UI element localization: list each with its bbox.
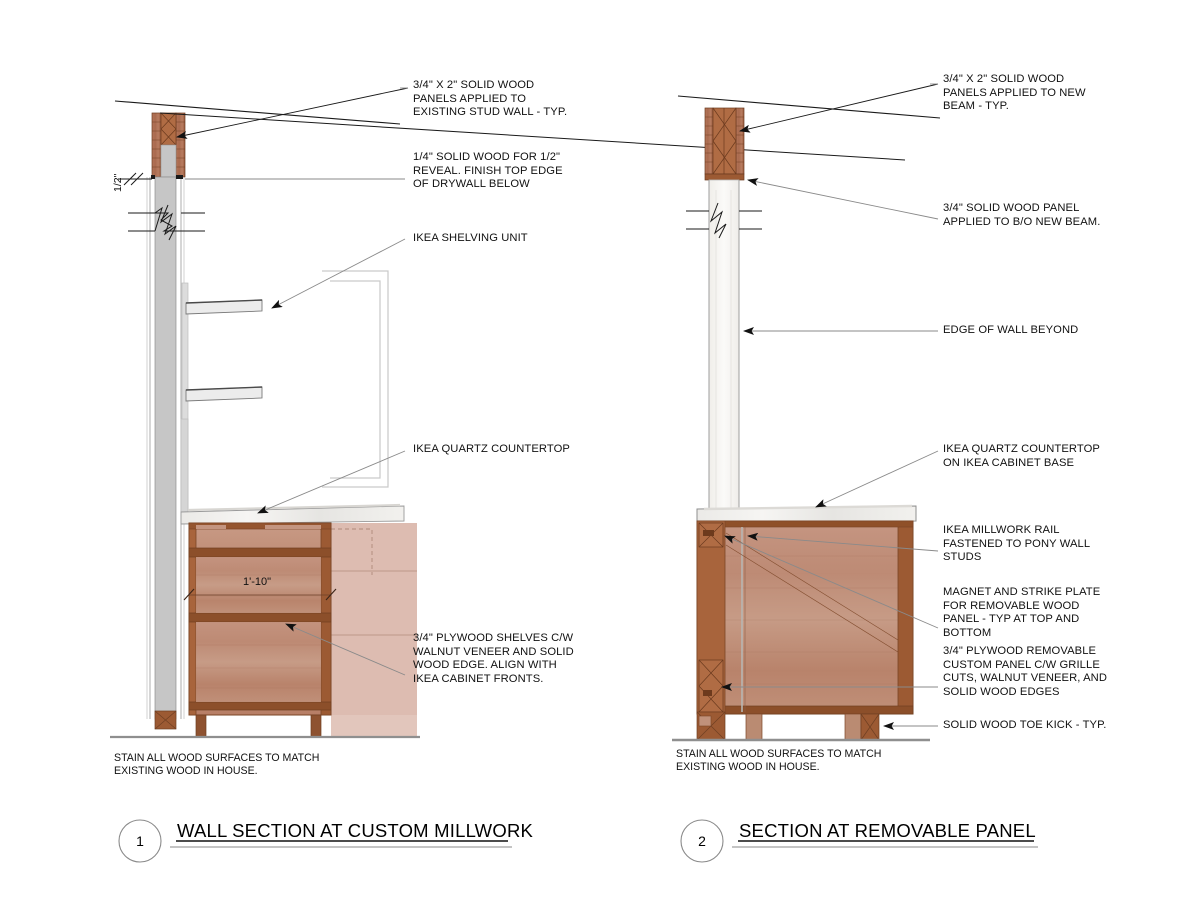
general-note-detail-1: STAIN ALL WOOD SURFACES TO MATCH EXISTIN… bbox=[114, 752, 320, 777]
detail-1-bubble-number: 1 bbox=[136, 833, 144, 849]
detail-2-geometry bbox=[672, 83, 941, 742]
annotation-solid-wood-panels-new-beam: 3/4" X 2" SOLID WOOD PANELS APPLIED TO N… bbox=[943, 73, 1086, 113]
annotation-magnet-strike-plate: MAGNET AND STRIKE PLATE FOR REMOVABLE WO… bbox=[943, 586, 1101, 639]
general-note-detail-2: STAIN ALL WOOD SURFACES TO MATCH EXISTIN… bbox=[676, 748, 882, 773]
annotation-quartz-on-cabinet-base: IKEA QUARTZ COUNTERTOP ON IKEA CABINET B… bbox=[943, 443, 1100, 469]
annotation-plywood-shelves: 3/4" PLYWOOD SHELVES C/W WALNUT VENEER A… bbox=[413, 632, 574, 685]
annotation-ikea-quartz-countertop: IKEA QUARTZ COUNTERTOP bbox=[413, 443, 570, 455]
annotation-solid-wood-panel-bo-beam: 3/4" SOLID WOOD PANEL APPLIED TO B/O NEW… bbox=[943, 202, 1101, 228]
annotation-reveal-trim: 1/4" SOLID WOOD FOR 1/2" REVEAL. FINISH … bbox=[413, 151, 563, 191]
annotation-removable-custom-panel: 3/4" PLYWOOD REMOVABLE CUSTOM PANEL C/W … bbox=[943, 645, 1108, 698]
annotation-edge-of-wall-beyond: EDGE OF WALL BEYOND bbox=[943, 324, 1079, 336]
annotation-ikea-shelving-unit: IKEA SHELVING UNIT bbox=[413, 232, 528, 244]
annotation-solid-wood-toe-kick: SOLID WOOD TOE KICK - TYP. bbox=[943, 719, 1107, 731]
title-blocks bbox=[118, 819, 1038, 863]
annotation-millwork-rail: IKEA MILLWORK RAIL FASTENED TO PONY WALL… bbox=[943, 524, 1091, 564]
detail-1-geometry bbox=[110, 87, 906, 739]
detail-2-bubble-number: 2 bbox=[698, 833, 706, 849]
dimension-reveal-half-inch: 1/2" bbox=[112, 173, 124, 192]
detail-2-title: SECTION AT REMOVABLE PANEL bbox=[739, 820, 1036, 841]
dimension-drawer-face: 1'-10" bbox=[243, 576, 272, 588]
annotation-solid-wood-panels-stud-wall: 3/4" X 2" SOLID WOOD PANELS APPLIED TO E… bbox=[413, 79, 568, 119]
detail-1-title: WALL SECTION AT CUSTOM MILLWORK bbox=[177, 820, 534, 841]
